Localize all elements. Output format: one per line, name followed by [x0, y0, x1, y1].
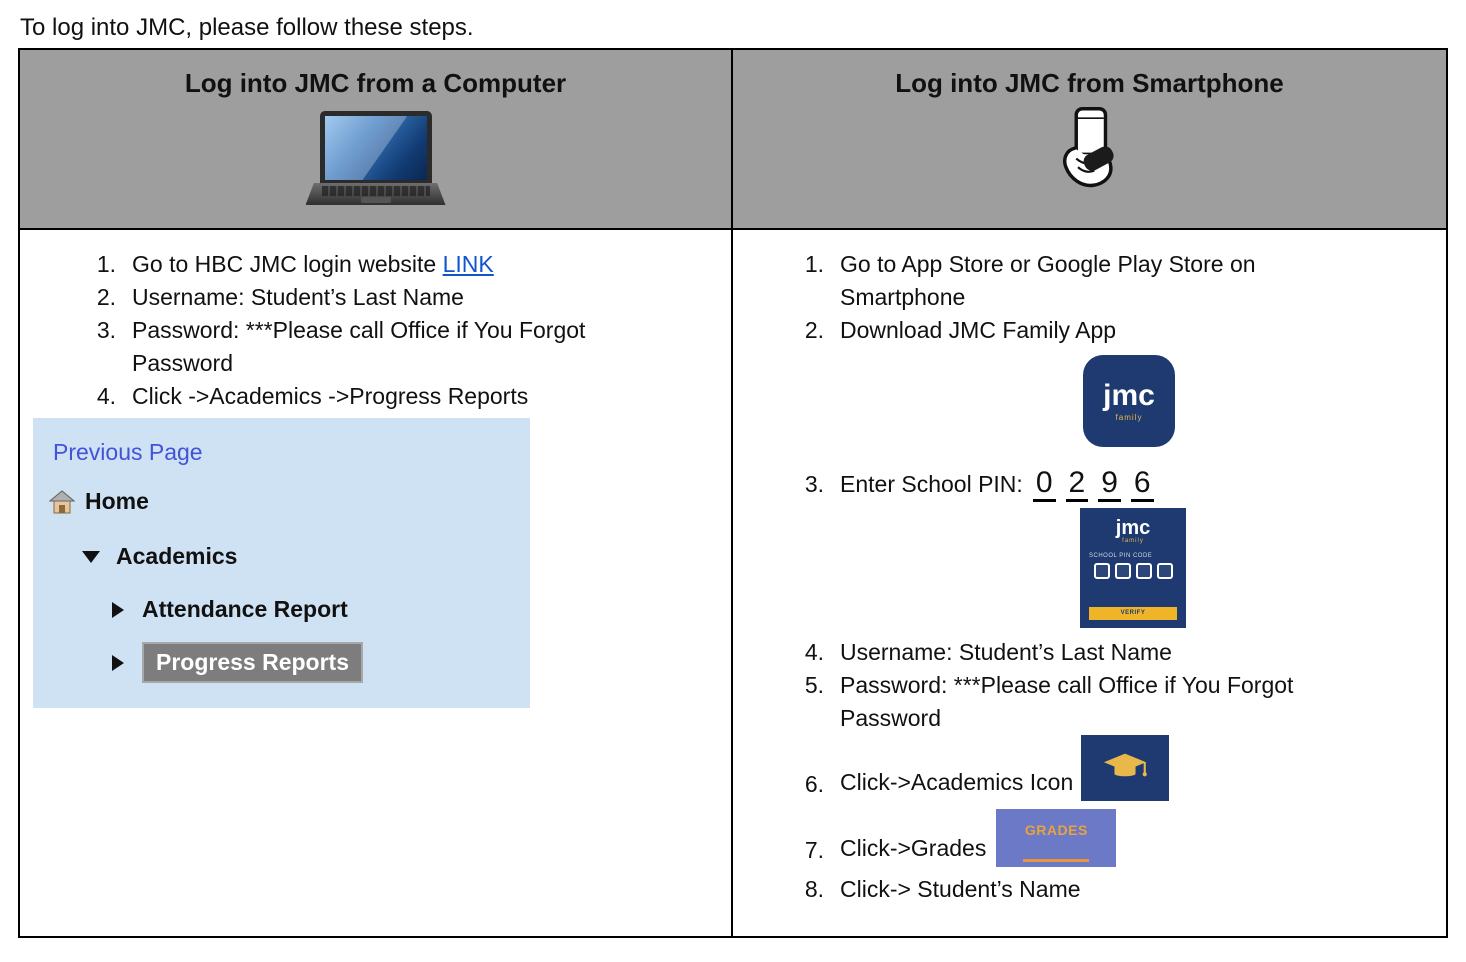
grades-tab-button: GRADES	[996, 808, 1117, 867]
jmc-family-app-icon: jmc family	[1083, 355, 1175, 447]
step-text: Username: Student’s Last Name	[132, 284, 464, 310]
step-number: 6.	[804, 770, 824, 797]
verify-button: VERIFY	[1089, 606, 1177, 620]
step-number: 4.	[804, 638, 824, 665]
jmc-logo-text: jmc	[1115, 516, 1151, 539]
jmc-pin-screen-screenshot: jmc family SCHOOL PIN CODE VERIFY	[1080, 507, 1186, 628]
pin-digit: 9	[1098, 467, 1121, 502]
smartphone-step-6: 6. Click->Academics Icon	[733, 734, 1446, 801]
laptop-icon	[305, 111, 446, 205]
graduation-cap-icon	[1104, 753, 1148, 776]
smartphone-step-8: 8. Click-> Student’s Name	[733, 873, 1446, 906]
school-pin-code-label: SCHOOL PIN CODE	[1089, 552, 1153, 559]
pin-digit: 2	[1065, 467, 1089, 502]
step-number: 7.	[804, 836, 824, 863]
step-text: Click-> Student’s Name	[840, 875, 1081, 902]
pin-box	[1135, 562, 1152, 579]
step-text: Username: Student’s Last Name	[840, 638, 1172, 665]
document-page: To log into JMC, please follow these ste…	[0, 14, 1466, 938]
smartphone-step-5: 5. Password: ***Please call Office if Yo…	[733, 669, 1446, 735]
step-text: Password: ***Please call Office if You F…	[840, 671, 1294, 731]
smartphone-step-4: 4. Username: Student’s Last Name	[733, 636, 1446, 669]
step-text: Enter School PIN:	[840, 471, 1023, 497]
nav-item-progress-reports: Progress Reports	[112, 642, 530, 683]
pin-input-boxes	[1093, 562, 1173, 579]
progress-reports-highlight: Progress Reports	[142, 642, 364, 683]
nav-item-home: Home	[49, 485, 530, 518]
nav-item-label: Attendance Report	[142, 596, 348, 622]
jmc-logo-text: jmc	[1103, 378, 1155, 412]
jmc-logo-subtext: family	[1115, 412, 1143, 422]
nav-item-attendance-report: Attendance Report	[112, 593, 530, 626]
nav-item-label: Academics	[116, 543, 238, 569]
triangle-right-icon	[112, 601, 124, 618]
step-number: 2.	[96, 284, 116, 310]
pin-box	[1114, 562, 1131, 579]
step-text: Download JMC Family App	[840, 317, 1117, 343]
pin-box	[1156, 562, 1173, 579]
step-number: 1.	[96, 251, 116, 277]
academics-icon	[1081, 734, 1170, 801]
pin-digit: 6	[1130, 467, 1154, 502]
smartphone-step-2: 2. Download JMC Family App	[733, 314, 1446, 347]
computer-header-title: Log into JMC from a Computer	[184, 68, 567, 98]
step-number: 8.	[804, 875, 824, 902]
smartphone-steps-cell: 1. Go to App Store or Google Play Store …	[733, 230, 1446, 936]
nav-item-label: Home	[85, 488, 149, 514]
home-icon	[49, 489, 75, 513]
pin-digit: 0	[1032, 467, 1056, 502]
computer-step-1: 1. Go to HBC JMC login website LINK	[20, 248, 731, 281]
step-number: 3.	[96, 317, 116, 343]
smartphone-header-cell: Log into JMC from Smartphone	[733, 50, 1446, 230]
step-text: Go to App Store or Google Play Store on …	[840, 251, 1256, 310]
step-text: Go to HBC JMC login website LINK	[132, 248, 494, 281]
step-text: Click->Academics Icon	[840, 768, 1074, 795]
nav-item-academics: Academics	[82, 540, 530, 573]
step-text: Click->Grades	[840, 834, 987, 861]
step-text: Click ->Academics ->Progress Reports	[132, 383, 529, 409]
smartphone-step-3: 3. Enter School PIN: 0 2 9 6	[733, 467, 1446, 502]
computer-step-2: 2. Username: Student’s Last Name	[20, 281, 731, 314]
triangle-down-icon	[82, 550, 100, 563]
previous-page-link: Previous Page	[53, 439, 203, 465]
intro-text: To log into JMC, please follow these ste…	[20, 14, 474, 41]
pin-box	[1093, 562, 1110, 579]
step-text-fragment: Go to HBC JMC login website	[132, 251, 443, 277]
computer-steps-cell: 1. Go to HBC JMC login website LINK 2. U…	[20, 230, 733, 936]
jmc-logo-subtext: family	[1122, 537, 1144, 544]
smartphone-step-1: 1. Go to App Store or Google Play Store …	[733, 248, 1446, 314]
smartphone-header-title: Log into JMC from Smartphone	[895, 68, 1284, 98]
laptop-screen	[319, 111, 432, 183]
grades-label: GRADES	[1024, 821, 1088, 838]
step-number: 5.	[804, 671, 824, 698]
triangle-right-icon	[112, 654, 124, 671]
step-number: 2.	[804, 317, 824, 343]
laptop-keyboard	[305, 183, 446, 205]
grades-active-underline	[1023, 858, 1090, 862]
step-number: 1.	[804, 251, 824, 277]
computer-step-4: 4. Click ->Academics ->Progress Reports	[20, 380, 731, 413]
jmc-navigation-screenshot: Previous Page Home Academics Attendance …	[33, 418, 530, 708]
step-number: 3.	[804, 471, 824, 497]
computer-header-cell: Log into JMC from a Computer	[20, 50, 733, 230]
computer-step-3: 3. Password: ***Please call Office if Yo…	[20, 314, 731, 380]
step-number: 4.	[96, 383, 116, 409]
hand-holding-phone-icon	[1062, 107, 1114, 188]
smartphone-step-7: 7. Click->Grades GRADES	[733, 808, 1446, 867]
login-instructions-table: Log into JMC from a Computer Log into JM…	[18, 48, 1448, 938]
jmc-login-link[interactable]: LINK	[442, 251, 494, 277]
step-text: Password: ***Please call Office if You F…	[132, 317, 586, 376]
